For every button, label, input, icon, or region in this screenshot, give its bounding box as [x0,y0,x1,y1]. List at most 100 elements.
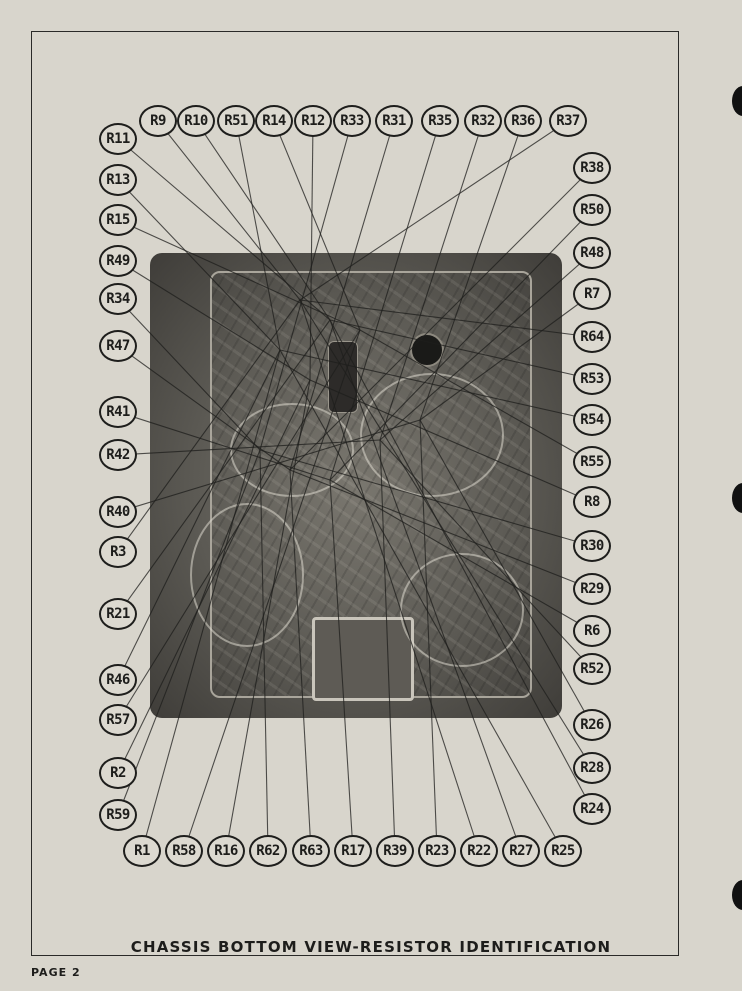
figure-caption: CHASSIS BOTTOM VIEW-RESISTOR IDENTIFICAT… [130,938,612,956]
leader-line [235,120,281,351]
resistor-label: R14 [255,105,293,137]
resistor-label: R34 [99,283,137,315]
leader-line [117,439,381,456]
resistor-label: R48 [573,237,611,269]
resistor-label: R63 [292,835,330,867]
leader-line [329,479,593,632]
leader-line [289,167,593,471]
leader-line [117,345,291,471]
resistor-label: R58 [165,835,203,867]
resistor-label: R12 [294,105,332,137]
leader-line [379,252,593,441]
resistor-label: R42 [99,439,137,471]
leader-line [379,439,396,852]
resistor-label: R35 [421,105,459,137]
resistor-label: R11 [99,123,137,155]
resistor-label: R31 [375,105,413,137]
leader-line [117,219,361,331]
leader-line [117,299,301,553]
leader-line [299,299,593,338]
leader-line [309,120,314,381]
leader-line [259,449,593,547]
resistor-label: R33 [333,105,371,137]
leader-line [289,469,593,590]
leader-line [117,260,311,381]
resistor-label: R9 [139,105,177,137]
leader-line [259,449,269,852]
leader-line [117,379,311,774]
leader-line [299,299,480,852]
leader-line [329,319,593,810]
resistor-label: R7 [573,278,611,310]
leader-line [329,319,522,852]
leader-line [379,120,484,441]
wire-bundle [190,503,304,647]
resistor-label: R22 [460,835,498,867]
resistor-label: R49 [99,245,137,277]
leader-line [329,209,593,481]
resistor-label: R59 [99,799,137,831]
resistor-label: R46 [99,664,137,696]
leader-line [117,138,331,321]
resistor-label: R47 [99,330,137,362]
resistor-label: R16 [207,835,245,867]
resistor-label: R53 [573,363,611,395]
resistor-label: R15 [99,204,137,236]
leader-line [419,419,438,852]
resistor-label: R51 [217,105,255,137]
leader-line [329,120,441,481]
leader-line [117,298,261,451]
leader-line [195,120,331,321]
leader-line [329,319,593,380]
leader-line [225,379,311,852]
resistor-label: R62 [249,835,287,867]
resistor-label: R54 [573,404,611,436]
leader-line [299,299,593,769]
resistor-label: R55 [573,446,611,478]
resistor-label: R10 [177,105,215,137]
resistor-label: R41 [99,396,137,428]
resistor-label: R27 [502,835,540,867]
resistor-label: R17 [334,835,372,867]
leader-line [379,439,593,670]
leader-line [309,379,593,503]
leader-line [117,179,281,351]
leader-line [419,293,593,421]
binder-hole [732,483,742,513]
leader-line [273,120,361,331]
resistor-label: R64 [573,321,611,353]
resistor-label: R2 [99,757,137,789]
leader-line [279,349,564,852]
resistor-label: R38 [573,152,611,184]
resistor-label: R28 [573,752,611,784]
leader-line [289,120,395,471]
resistor-label: R36 [504,105,542,137]
leader-line [117,449,261,816]
resistor-label: R25 [544,835,582,867]
page-border-frame [31,31,679,956]
resistor-label: R23 [418,835,456,867]
resistor-label: R39 [376,835,414,867]
binder-hole [732,86,742,116]
leader-line [141,349,281,852]
resistor-label: R26 [573,709,611,741]
resistor-label: R40 [99,496,137,528]
leader-line [419,419,593,726]
resistor-label: R24 [573,793,611,825]
resistor-label: R52 [573,653,611,685]
resistor-label: R13 [99,164,137,196]
page-number: PAGE 2 [31,966,81,979]
leader-line [279,349,593,421]
resistor-label: R1 [123,835,161,867]
resistor-label: R3 [99,536,137,568]
leader-line [299,120,569,301]
resistor-label: R21 [99,598,137,630]
resistor-label: R6 [573,615,611,647]
resistor-label: R57 [99,704,137,736]
leader-line [419,120,524,421]
leader-line [117,319,331,615]
resistor-label: R37 [549,105,587,137]
resistor-label: R8 [573,486,611,518]
resistor-label: R50 [573,194,611,226]
